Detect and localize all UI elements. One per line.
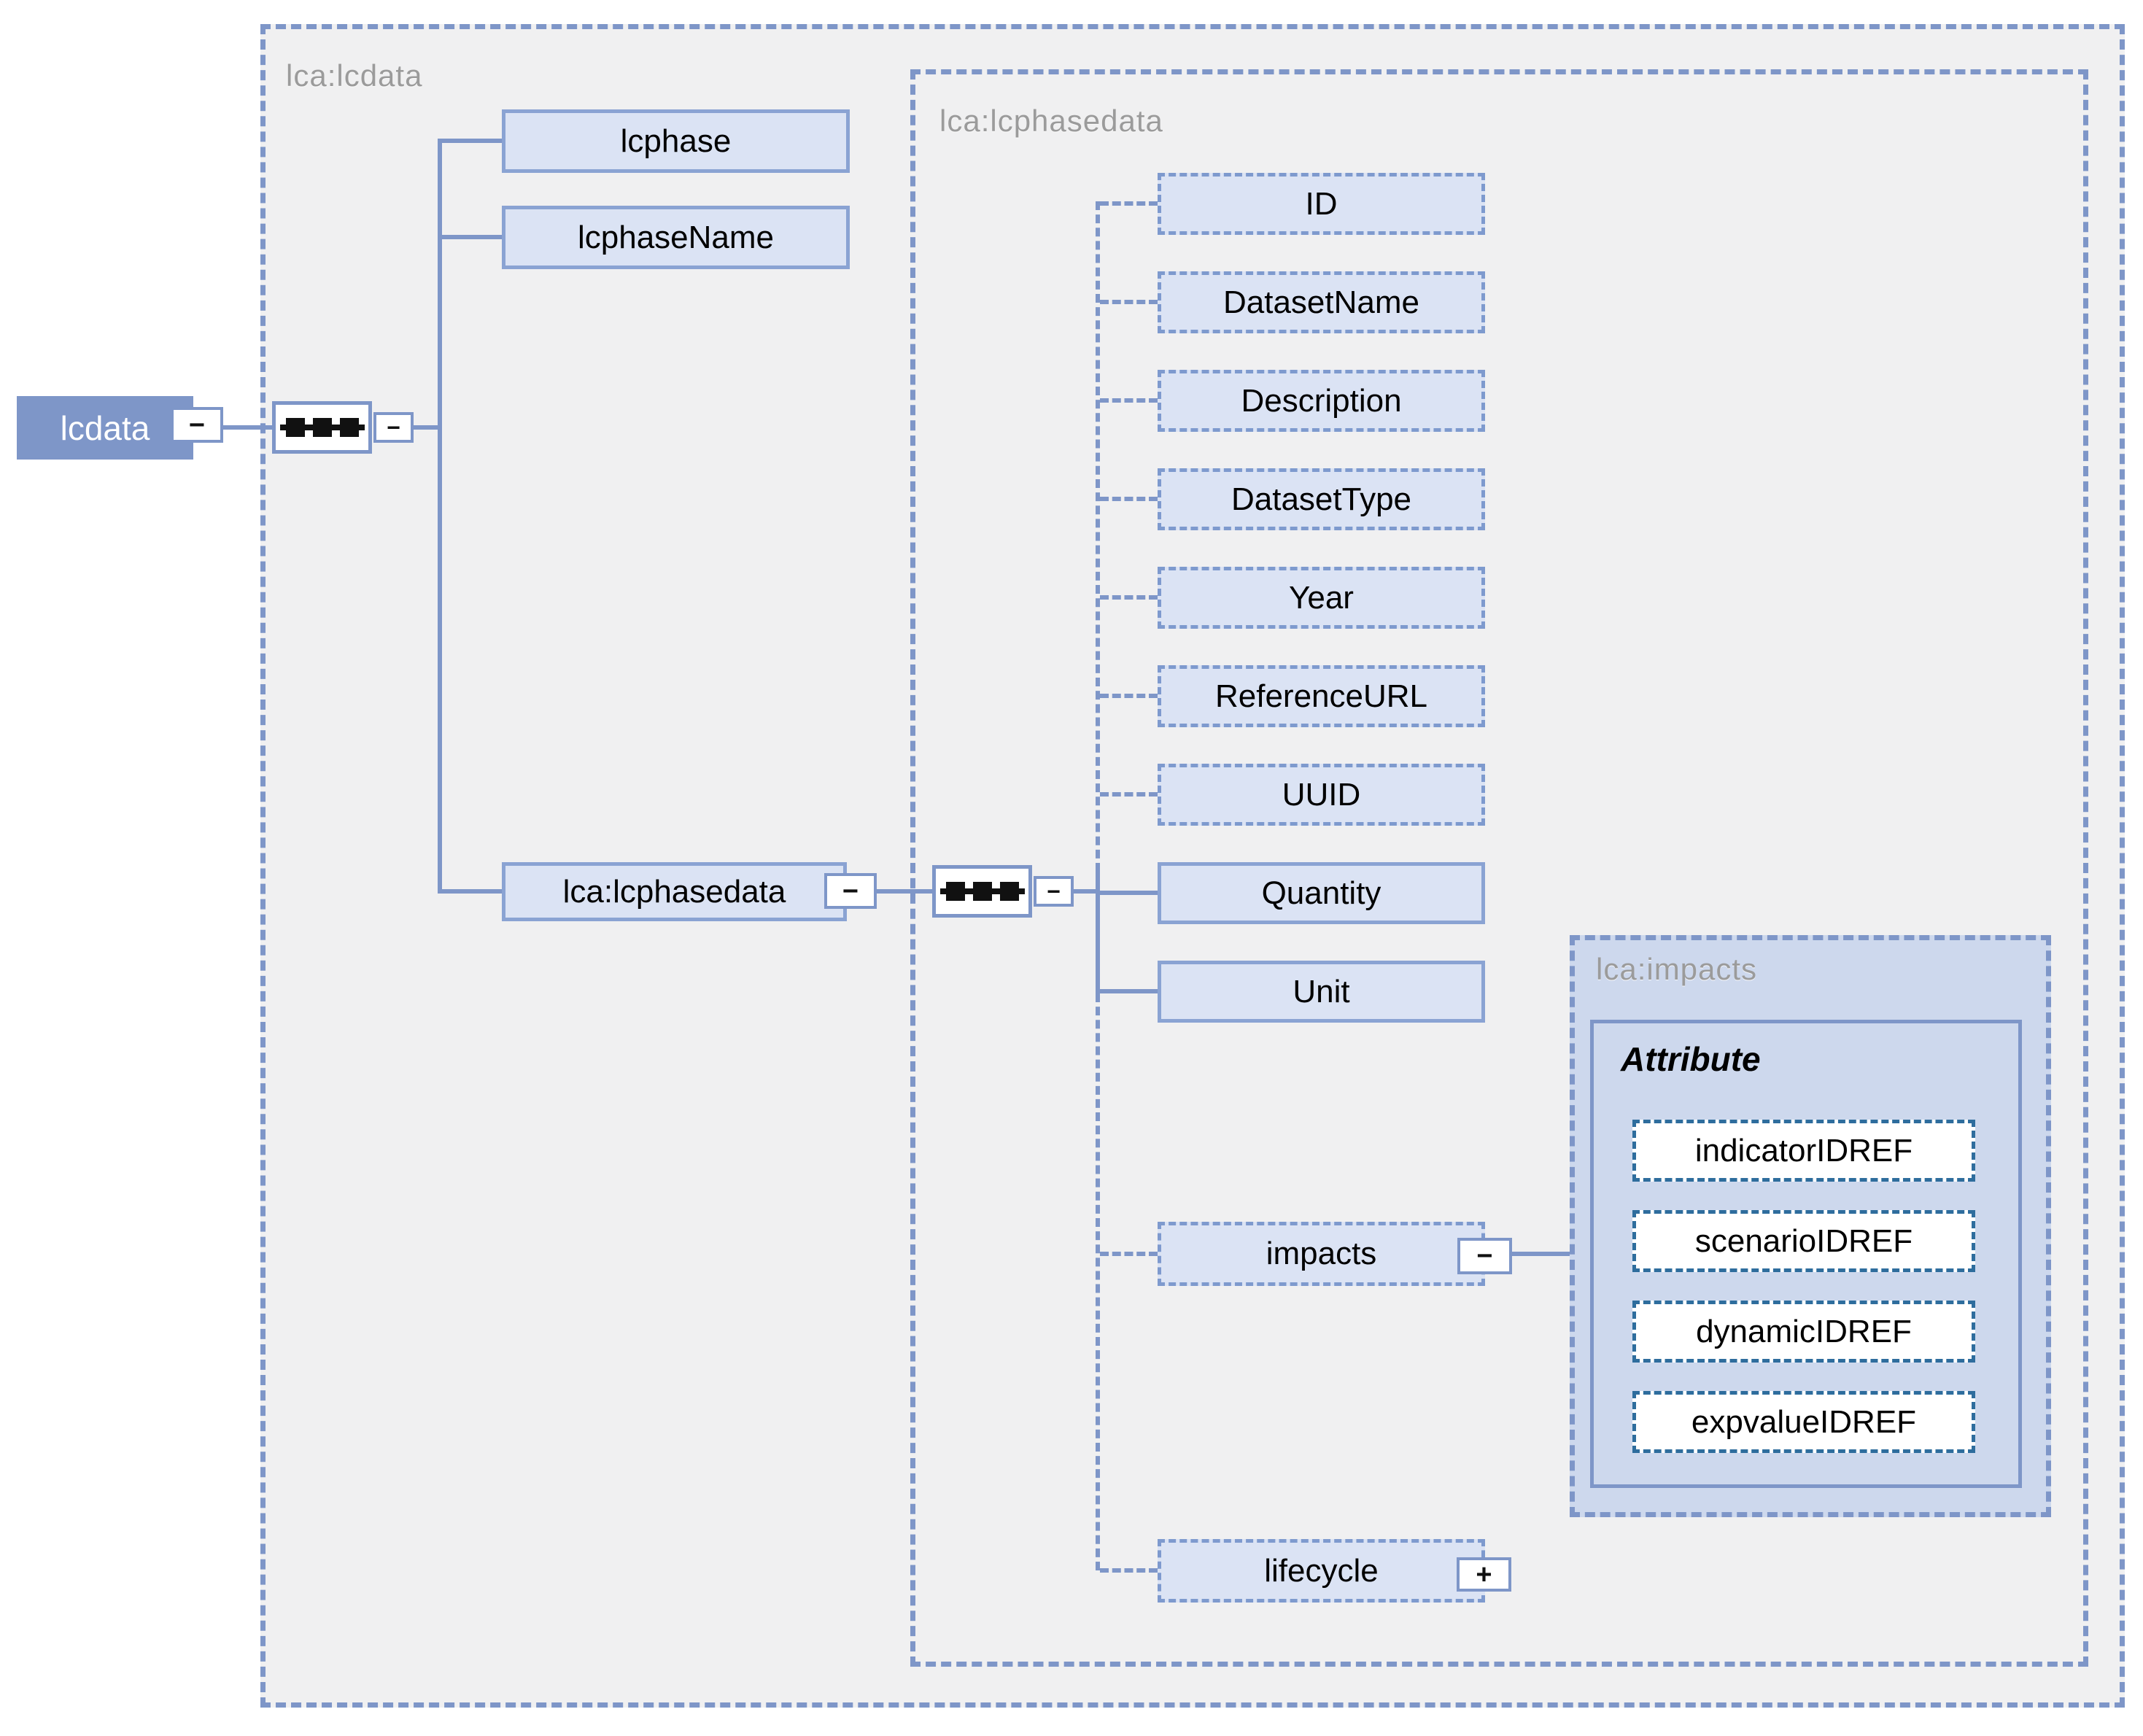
branch-line — [438, 139, 442, 894]
sequence-compositor — [932, 865, 1032, 918]
connector-line — [877, 889, 932, 894]
collapse-button-sequence-2[interactable]: − — [1034, 876, 1074, 907]
sequence-compositor — [272, 401, 372, 454]
element-referenceurl[interactable]: ReferenceURL — [1158, 665, 1485, 727]
element-uuid[interactable]: UUID — [1158, 764, 1485, 826]
element-impacts[interactable]: impacts — [1158, 1222, 1485, 1286]
element-lcphasedata[interactable]: lca:lcphasedata — [502, 862, 847, 921]
connector-line — [223, 425, 272, 430]
branch-line-optional — [1096, 201, 1100, 872]
connector-line — [1074, 889, 1100, 894]
element-id[interactable]: ID — [1158, 173, 1485, 235]
sequence-icon — [279, 418, 365, 437]
sequence-square — [999, 882, 1019, 901]
element-datasetname[interactable]: DatasetName — [1158, 271, 1485, 333]
collapse-button-lcphasedata[interactable]: − — [824, 873, 877, 909]
container-impacts-label: lca:impacts — [1596, 952, 1758, 986]
element-lcdata[interactable]: lcdata — [17, 396, 193, 460]
connector-line — [438, 235, 502, 239]
connector-line — [438, 889, 502, 894]
attribute-dynamicidref[interactable]: dynamicIDREF — [1632, 1301, 1975, 1363]
element-unit[interactable]: Unit — [1158, 961, 1485, 1023]
connector-line-optional — [1100, 201, 1158, 206]
attribute-scenarioidref[interactable]: scenarioIDREF — [1632, 1210, 1975, 1272]
connector-line — [438, 139, 502, 143]
connector-line-optional — [1100, 497, 1158, 501]
element-description[interactable]: Description — [1158, 370, 1485, 432]
collapse-button-lcdata[interactable]: − — [171, 407, 223, 443]
connector-line-optional — [1100, 1568, 1158, 1573]
sequence-square — [945, 882, 965, 901]
attribute-expvalueidref[interactable]: expvalueIDREF — [1632, 1391, 1975, 1453]
connector-line-optional — [1100, 694, 1158, 698]
connector-line-optional — [1100, 300, 1158, 304]
sequence-square — [285, 418, 305, 437]
expand-button-lifecycle[interactable]: + — [1457, 1557, 1511, 1592]
element-lifecycle[interactable]: lifecycle — [1158, 1539, 1485, 1603]
sequence-square — [339, 418, 359, 437]
sequence-icon — [939, 882, 1025, 901]
attribute-section-title: Attribute — [1621, 1040, 1761, 1078]
attribute-indicatoridref[interactable]: indicatorIDREF — [1632, 1120, 1975, 1182]
container-lcdata-label: lca:lcdata — [286, 58, 423, 93]
sequence-square — [972, 882, 992, 901]
sequence-square — [312, 418, 332, 437]
branch-line-optional — [1096, 993, 1100, 1570]
element-datasettype[interactable]: DatasetType — [1158, 468, 1485, 530]
collapse-button-impacts[interactable]: − — [1457, 1238, 1512, 1274]
connector-line-optional — [1100, 398, 1158, 403]
container-lcphasedata-label: lca:lcphasedata — [939, 104, 1163, 138]
collapse-button-sequence-1[interactable]: − — [373, 412, 414, 443]
branch-line — [1096, 872, 1100, 993]
element-quantity[interactable]: Quantity — [1158, 862, 1485, 924]
connector-line — [1098, 989, 1158, 993]
element-year[interactable]: Year — [1158, 567, 1485, 629]
connector-line — [1098, 891, 1158, 895]
connector-line-optional — [1100, 792, 1158, 797]
element-lcphasename[interactable]: lcphaseName — [502, 206, 850, 269]
connector-line — [414, 425, 442, 430]
connector-line-optional — [1100, 595, 1158, 600]
connector-line — [1510, 1252, 1570, 1256]
connector-line-optional — [1100, 1252, 1158, 1256]
element-lcphase[interactable]: lcphase — [502, 109, 850, 173]
